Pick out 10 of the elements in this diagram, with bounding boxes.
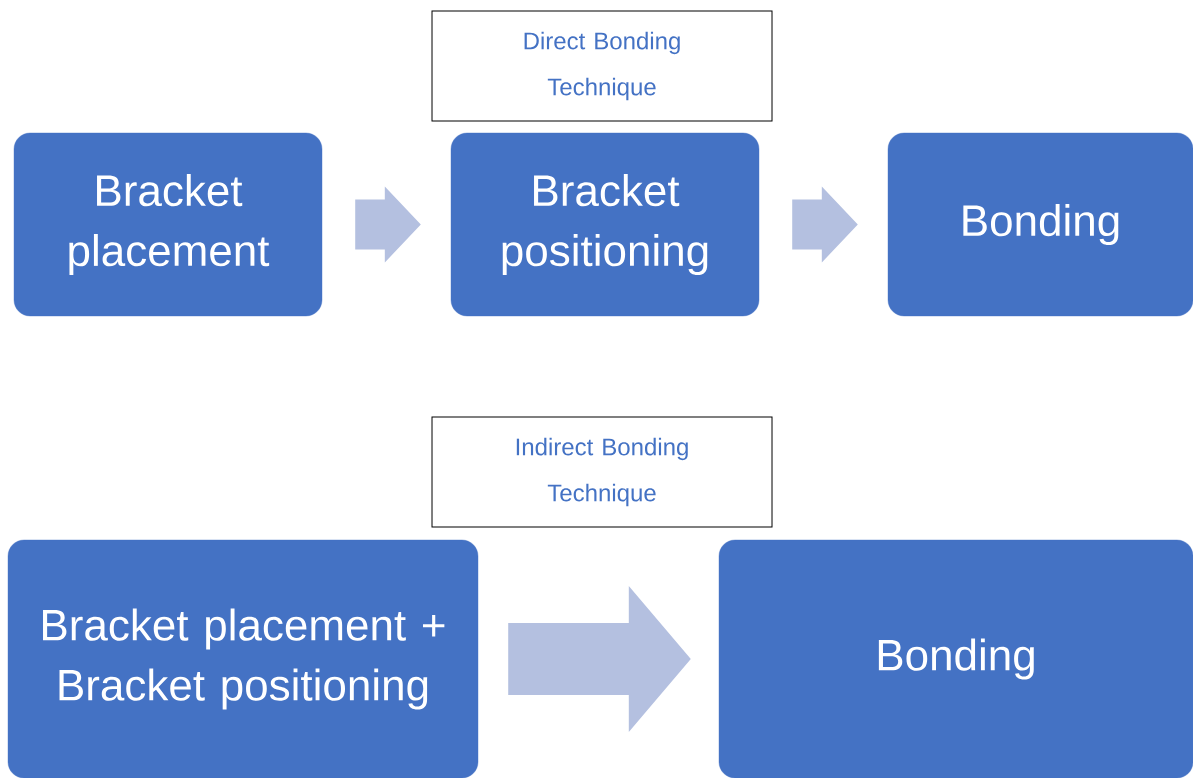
process-box: Bracket placement + Bracket positioning	[7, 539, 479, 778]
title-box: Direct Bonding Technique	[431, 10, 773, 122]
title-box: Indirect Bonding Technique	[431, 416, 773, 528]
process-box: Bonding	[718, 539, 1193, 778]
block-arrow	[792, 186, 858, 263]
process-box: Bracket positioning	[450, 132, 760, 317]
process-box: Bracket placement	[13, 132, 323, 317]
process-box: Bonding	[887, 132, 1193, 317]
block-arrow	[508, 586, 691, 732]
block-arrow	[355, 186, 421, 263]
